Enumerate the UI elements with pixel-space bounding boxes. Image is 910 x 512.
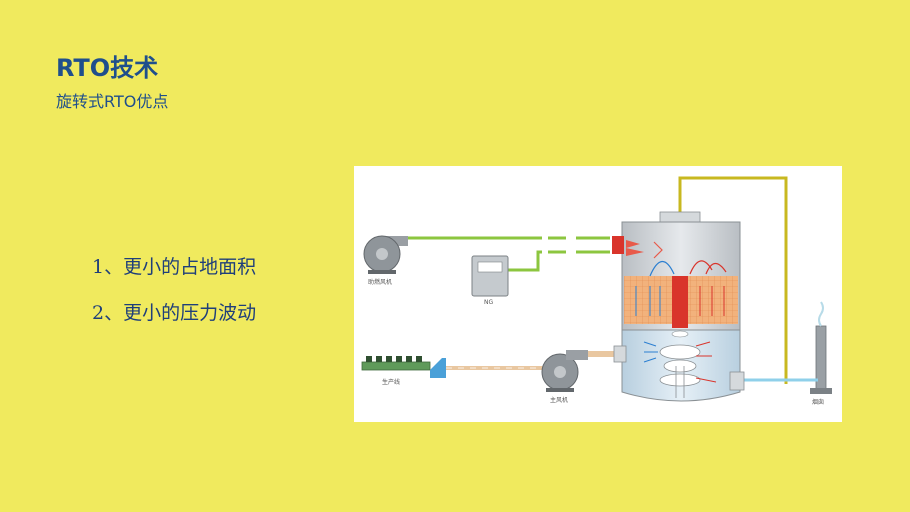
rto-vessel xyxy=(612,211,745,402)
advantage-item-2: 2、更小的压力波动 xyxy=(92,302,257,324)
production-line xyxy=(361,356,446,378)
ng-label: NG xyxy=(484,299,493,306)
burner xyxy=(612,236,624,254)
slide-subtitle: 旋转式RTO优点 xyxy=(56,92,169,111)
aux-fan-label: 助燃风机 xyxy=(368,278,392,286)
advantage-list: 1、更小的占地面积 2、更小的压力波动 xyxy=(92,252,256,344)
advantage-item-1: 1、更小的占地面积 xyxy=(92,256,257,278)
rto-process-diagram: 烟囱 助燃风机 NG xyxy=(354,166,842,422)
rto-diagram-svg: 烟囱 助燃风机 NG xyxy=(361,176,832,406)
chimney xyxy=(810,301,832,394)
ng-pipe xyxy=(508,250,610,272)
production-line-label: 生产线 xyxy=(382,378,400,386)
ng-controller xyxy=(471,255,509,297)
exhaust-pipe xyxy=(678,176,788,384)
main-fan-label: 主风机 xyxy=(550,396,568,404)
main-fan xyxy=(541,350,588,392)
combustion-core xyxy=(672,276,688,328)
chimney-label: 烟囱 xyxy=(812,398,824,406)
slide-title: RTO技术 xyxy=(56,54,159,82)
aux-fan xyxy=(363,235,408,274)
valve-markers xyxy=(542,236,576,254)
